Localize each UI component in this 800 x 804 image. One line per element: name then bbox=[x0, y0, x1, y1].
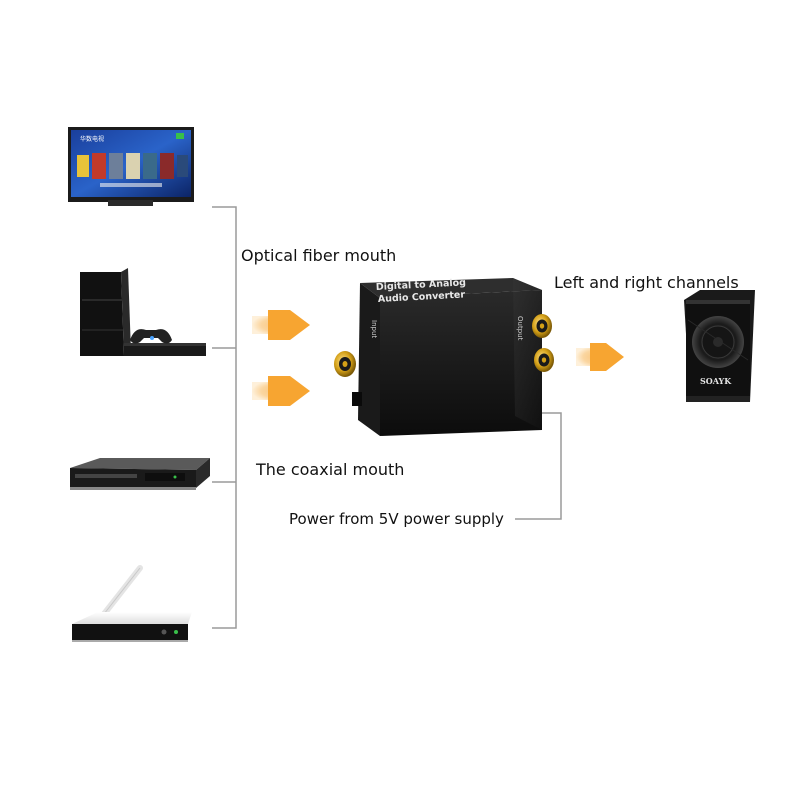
arrow-optical-icon bbox=[252, 310, 310, 340]
converter-output-label: Output bbox=[516, 316, 524, 341]
dvd-player-icon bbox=[70, 458, 210, 490]
coaxial-rca-jack bbox=[334, 351, 356, 377]
power-supply-label: Power from 5V power supply bbox=[289, 510, 504, 528]
game-console-icon bbox=[80, 268, 206, 356]
converter-title-line1: Digital to Analog bbox=[376, 277, 467, 293]
source-bracket bbox=[212, 206, 237, 629]
output-rca-right-jack bbox=[534, 348, 554, 372]
tv-screen-text: 华数电视 bbox=[80, 135, 104, 143]
converter-box: Digital to Analog Audio Converter Input … bbox=[334, 277, 554, 436]
power-line bbox=[515, 412, 562, 520]
router-icon bbox=[72, 565, 192, 642]
tv-icon: 华数电视 bbox=[68, 127, 194, 206]
coaxial-label: The coaxial mouth bbox=[256, 460, 405, 479]
output-rca-left-jack bbox=[532, 314, 552, 338]
speaker-brand: SOAYK bbox=[700, 376, 732, 386]
arrow-coaxial-icon bbox=[252, 376, 310, 406]
optical-fiber-label: Optical fiber mouth bbox=[241, 246, 397, 265]
converter-input-label: Input bbox=[370, 320, 378, 338]
arrow-output-icon bbox=[576, 343, 624, 371]
converter-title-line2: Audio Converter bbox=[378, 289, 466, 305]
optical-port bbox=[352, 392, 362, 406]
left-right-channels-label: Left and right channels bbox=[554, 273, 739, 292]
speaker-icon: SOAYK bbox=[684, 290, 755, 402]
